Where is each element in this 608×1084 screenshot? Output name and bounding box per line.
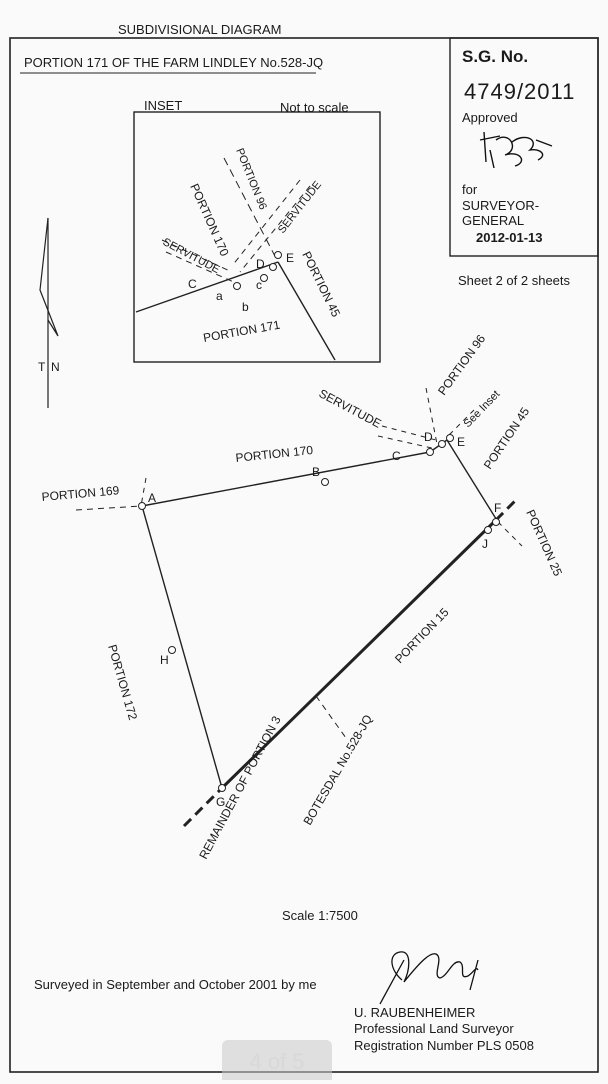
- diagram-title: SUBDIVISIONAL DIAGRAM: [118, 22, 282, 37]
- point-G: G: [216, 795, 225, 809]
- sg-number: 4749/2011: [464, 79, 575, 104]
- point-E: E: [457, 435, 465, 449]
- label-portion169: PORTION 169: [41, 483, 120, 504]
- label-portion96: PORTION 96: [435, 332, 488, 398]
- label-portion172: PORTION 172: [105, 643, 140, 722]
- surveyed-text: Surveyed in September and October 2001 b…: [34, 977, 317, 992]
- inset-portion96: PORTION 96: [233, 147, 269, 212]
- point-H: H: [160, 653, 169, 667]
- inset-portion170: PORTION 170: [187, 182, 232, 259]
- sheet-number: Sheet 2 of 2 sheets: [458, 273, 571, 288]
- inset-points: [233, 251, 282, 290]
- label-remainder: REMAINDER OF PORTION 3: [196, 713, 284, 861]
- inset-box: [133, 111, 381, 363]
- surveyor-signature-icon: [379, 951, 479, 1005]
- label-portion45: PORTION 45: [481, 405, 533, 472]
- north-N: N: [51, 360, 60, 374]
- point-J: J: [482, 537, 488, 551]
- label-portion25: PORTION 25: [523, 508, 565, 579]
- north-T: T: [38, 360, 46, 374]
- main-boundaries: [75, 387, 523, 828]
- inset-servitude-right: SERVITUDE: [276, 179, 324, 236]
- inset-label-D: D: [256, 257, 265, 271]
- page-indicator: 4 of 5: [222, 1040, 332, 1080]
- point-A: A: [148, 491, 156, 505]
- surveyor-registration: Registration Number PLS 0508: [354, 1038, 534, 1053]
- inset-label-C: C: [188, 277, 197, 291]
- inset-label-b: b: [242, 300, 249, 314]
- scale-text: Scale 1:7500: [282, 908, 358, 923]
- label-portion170: PORTION 170: [235, 443, 314, 465]
- inset-portion171: PORTION 171: [202, 318, 281, 345]
- approval-signature-icon: [479, 131, 553, 169]
- main-points: [138, 434, 500, 792]
- inset-title: INSET: [144, 98, 182, 113]
- point-D: D: [424, 430, 433, 444]
- north-arrow-icon: [39, 217, 59, 408]
- point-B: B: [312, 465, 320, 479]
- inset-label-c: c: [256, 278, 262, 292]
- label-servitude: SERVITUDE: [317, 386, 384, 431]
- inset-lines: [135, 157, 336, 361]
- sg-surveyor: SURVEYOR-: [462, 198, 539, 213]
- label-botesdal: BOTESDAL No.528-JQ: [300, 712, 375, 827]
- sg-for: for: [462, 182, 478, 197]
- sg-general: GENERAL: [462, 213, 524, 228]
- property-title: PORTION 171 OF THE FARM LINDLEY No.528-J…: [24, 55, 323, 70]
- sg-label: S.G. No.: [462, 47, 528, 66]
- sg-approved: Approved: [462, 110, 518, 125]
- label-see-inset: See Inset: [462, 388, 503, 430]
- point-C: C: [392, 449, 401, 463]
- sg-box: [449, 37, 599, 257]
- inset-scale-note: Not to scale: [280, 100, 349, 115]
- point-F: F: [494, 501, 501, 515]
- inset-label-a: a: [216, 289, 223, 303]
- surveyor-title: Professional Land Surveyor: [354, 1021, 514, 1036]
- sg-date: 2012-01-13: [476, 230, 543, 245]
- surveyor-name: U. RAUBENHEIMER: [354, 1005, 475, 1020]
- inset-label-E: E: [286, 251, 294, 265]
